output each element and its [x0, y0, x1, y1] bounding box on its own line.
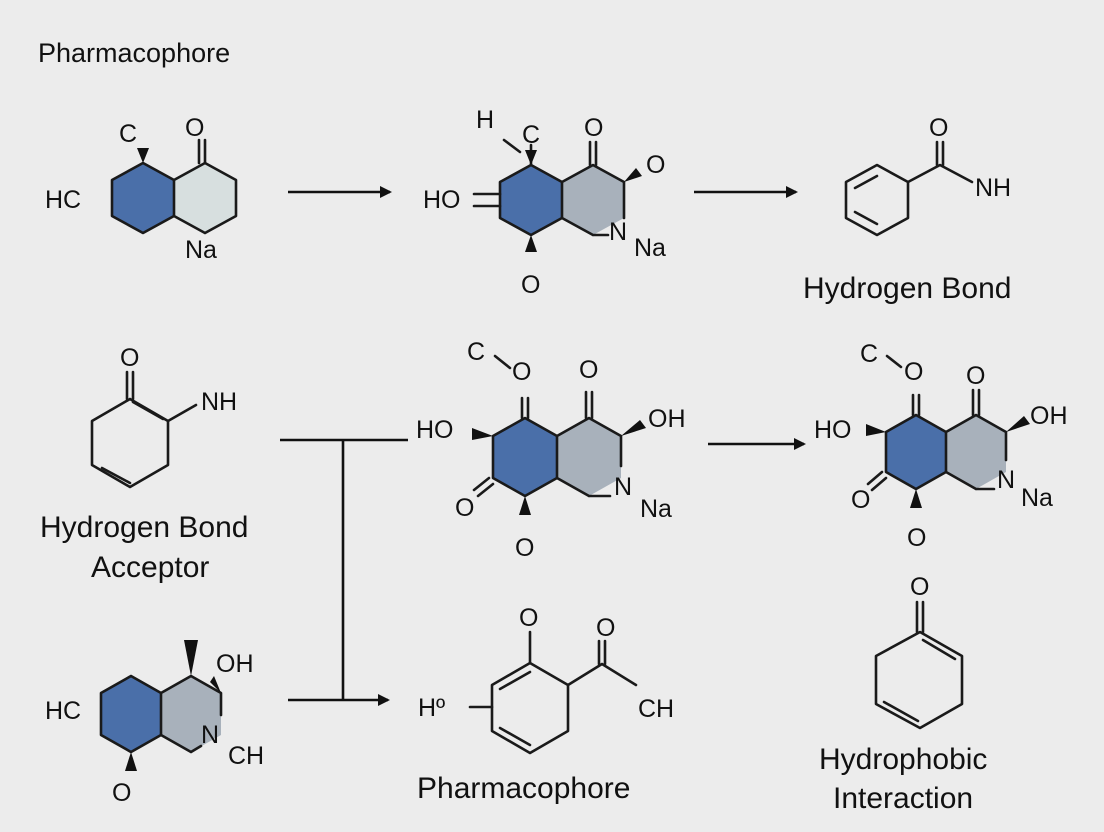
caption: Hydrogen Bond — [40, 511, 248, 544]
ring-blue — [500, 165, 562, 235]
atom-label: O — [512, 358, 531, 386]
atom-label: O — [519, 604, 538, 632]
molecule-9: O Hydrophobic Interaction — [819, 573, 987, 815]
atom-label: N — [614, 473, 632, 501]
atom-label: O — [584, 114, 603, 142]
caption: Pharmacophore — [417, 772, 630, 805]
atom-label: Na — [185, 236, 217, 264]
ring-blue — [101, 676, 161, 752]
atom-label: HC — [45, 697, 81, 725]
ring-blue — [112, 163, 174, 233]
ring-gray — [562, 165, 624, 235]
caption: Acceptor — [91, 551, 209, 584]
atom-label: O — [579, 356, 598, 384]
atom-label: O — [966, 362, 985, 390]
atom-label: O — [185, 114, 204, 142]
atom-label: O — [596, 614, 615, 642]
ring-blue — [493, 418, 557, 496]
atom-label: CH — [638, 695, 674, 723]
atom-label: C — [860, 340, 878, 368]
atom-label: O — [851, 486, 870, 514]
molecule-2: H C HO O O N Na O — [423, 106, 666, 299]
atom-label: HC — [45, 186, 81, 214]
molecule-5: C O O HO OH O N Na O — [416, 338, 686, 562]
atom-label: Na — [1021, 484, 1053, 512]
atom-label: CH — [228, 742, 264, 770]
connector-lines — [280, 438, 408, 700]
ring-gray — [161, 676, 221, 752]
ring-gray — [557, 418, 621, 496]
caption: Hydrogen Bond — [803, 272, 1011, 305]
atom-label: H — [476, 106, 494, 134]
molecule-7: HC OH N CH O — [45, 640, 264, 807]
atom-label: O — [646, 151, 665, 179]
atom-label: Na — [640, 495, 672, 523]
atom-label: O — [120, 344, 139, 372]
atom-label: C — [522, 121, 540, 149]
ring-light — [174, 163, 236, 233]
atom-label: HO — [423, 186, 461, 214]
atom-label: O — [515, 534, 534, 562]
page-title: Pharmacophore — [38, 38, 230, 68]
atom-label: OH — [1030, 402, 1068, 430]
atom-label: N — [609, 218, 627, 246]
carbonyl-bond — [197, 138, 207, 165]
caption: Hydrophobic — [819, 743, 987, 776]
atom-label: HO — [814, 416, 852, 444]
atom-label: O — [929, 114, 948, 142]
atom-label: O — [910, 573, 929, 601]
ring-gray — [946, 415, 1006, 489]
atom-label: O — [455, 494, 474, 522]
wedge-bond — [137, 148, 149, 163]
atom-label: NH — [201, 388, 237, 416]
molecule-4: O NH Hydrogen Bond Acceptor — [40, 344, 248, 584]
molecule-8: O Hº O CH Pharmacophore — [417, 604, 674, 805]
atom-label: HO — [416, 416, 454, 444]
atom-label: C — [119, 120, 137, 148]
atom-label: OH — [648, 405, 686, 433]
atom-label: O — [907, 524, 926, 552]
atom-label: Hº — [418, 694, 445, 722]
atom-label: N — [201, 721, 219, 749]
atom-label: O — [521, 271, 540, 299]
molecule-1: C O HC Na — [45, 114, 238, 264]
molecule-3: O NH Hydrogen Bond — [803, 114, 1011, 305]
molecule-6: C O O HO OH O N Na O — [814, 340, 1068, 552]
atom-label: O — [112, 779, 131, 807]
atom-label: O — [904, 358, 923, 386]
ring-blue — [886, 415, 946, 489]
atom-label: Na — [634, 234, 666, 262]
atom-label: N — [997, 466, 1015, 494]
atom-label: C — [467, 338, 485, 366]
atom-label: NH — [975, 174, 1011, 202]
atom-label: OH — [216, 650, 254, 678]
caption: Interaction — [833, 782, 973, 815]
